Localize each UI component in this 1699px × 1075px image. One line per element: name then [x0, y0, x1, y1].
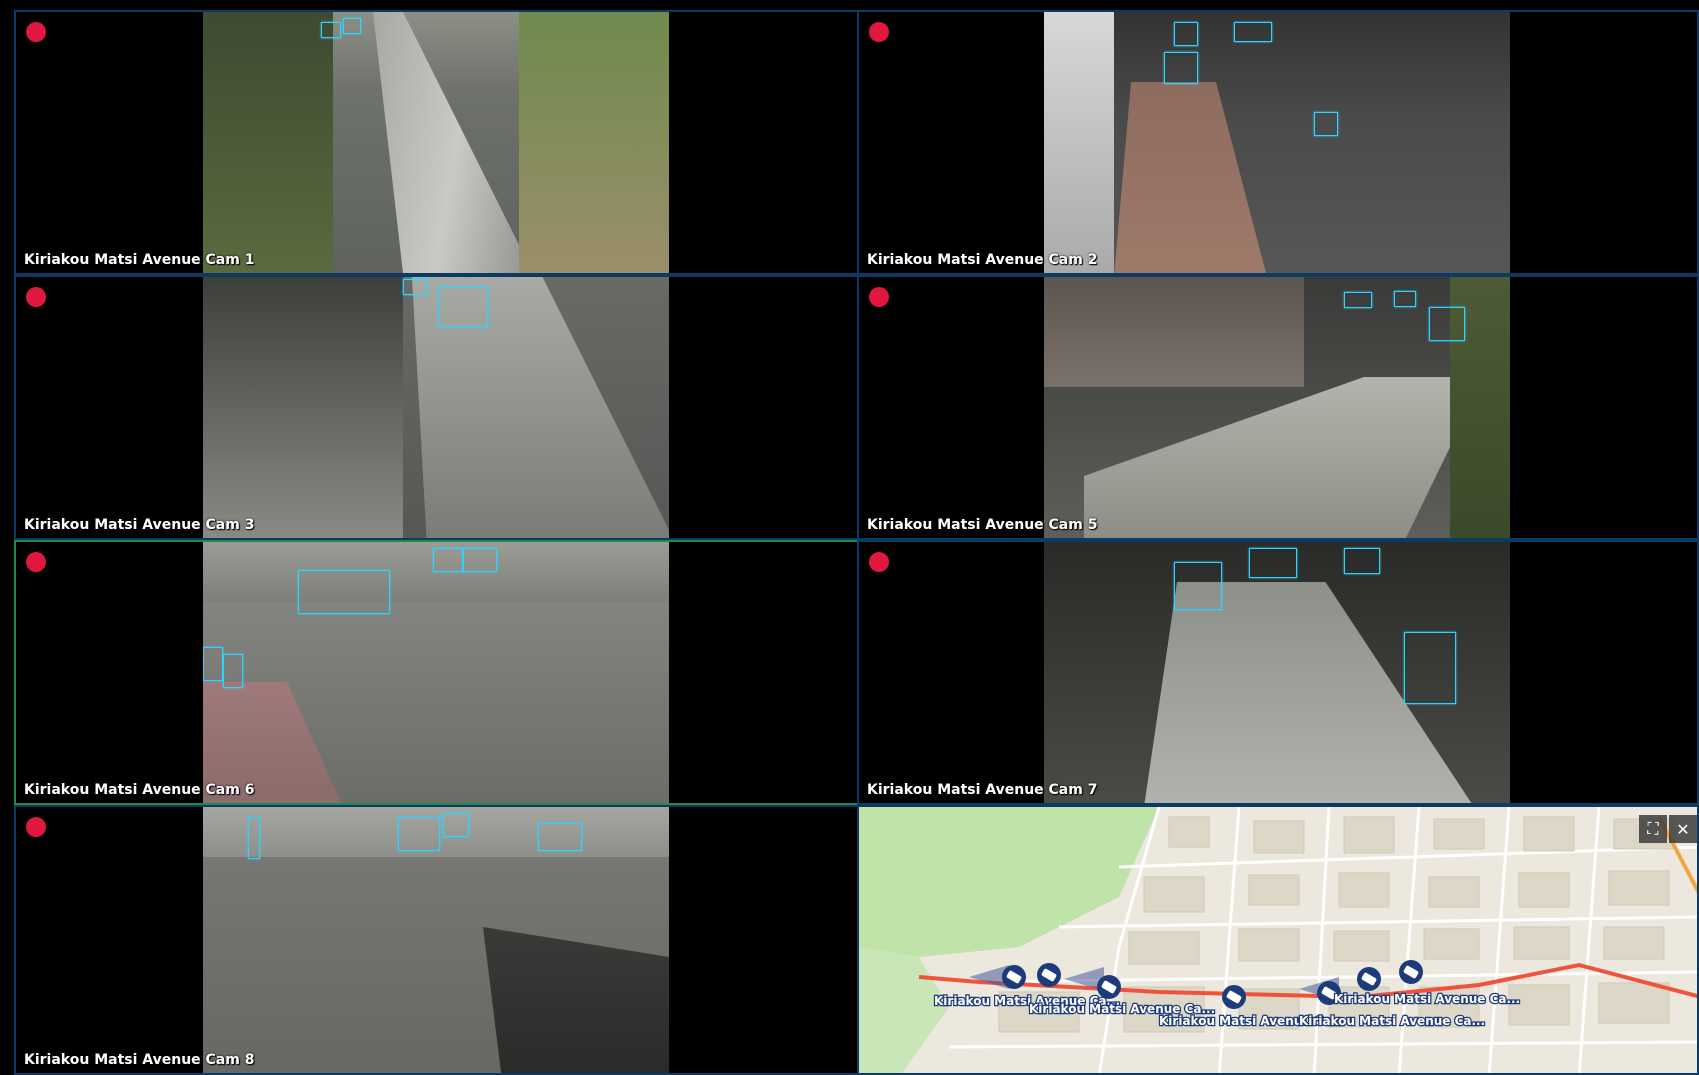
camera-label: Kiriakou Matsi Avenue Cam 7	[867, 782, 1098, 798]
detection-box	[1344, 548, 1380, 574]
detection-box	[223, 654, 243, 688]
map-controls: ⛶ ✕	[1639, 815, 1697, 843]
detection-box	[321, 22, 341, 38]
close-icon[interactable]: ✕	[1669, 815, 1697, 843]
recording-indicator	[869, 552, 889, 572]
camera-tile-7[interactable]: Kiriakou Matsi Avenue Cam 7	[857, 540, 1699, 805]
detection-box	[1314, 112, 1338, 136]
map-marker-label[interactable]: Kiriakou Matsi Avenue Ca...	[1333, 991, 1522, 1008]
recording-indicator	[869, 287, 889, 307]
map-camera-marker[interactable]	[1097, 975, 1121, 999]
video-feed	[203, 807, 669, 1073]
detection-box	[203, 647, 223, 681]
camera-label: Kiriakou Matsi Avenue Cam 8	[24, 1052, 255, 1068]
detection-box	[1174, 562, 1222, 610]
camera-label: Kiriakou Matsi Avenue Cam 5	[867, 517, 1098, 533]
recording-indicator	[26, 22, 46, 42]
detection-box	[433, 548, 463, 572]
video-feed	[203, 12, 669, 273]
camera-label: Kiriakou Matsi Avenue Cam 2	[867, 252, 1098, 268]
camera-tile-5[interactable]: Kiriakou Matsi Avenue Cam 5	[857, 275, 1699, 540]
map-camera-marker[interactable]	[1317, 981, 1341, 1005]
video-feed	[203, 277, 669, 538]
camera-tile-6[interactable]: Kiriakou Matsi Avenue Cam 6	[14, 540, 859, 805]
map-marker-label[interactable]: Kiriakou Matsi Avenue Ca...	[933, 993, 1122, 1010]
detection-box	[538, 823, 582, 851]
detection-box	[1344, 292, 1372, 308]
map-camera-marker[interactable]	[1222, 985, 1246, 1009]
map-marker-label[interactable]: Kiriakou Matsi Avenue Ca...	[1298, 1013, 1487, 1030]
detection-box	[403, 279, 427, 295]
recording-indicator	[869, 22, 889, 42]
detection-box	[438, 287, 488, 327]
detection-box	[1164, 52, 1198, 84]
camera-tile-2[interactable]: Kiriakou Matsi Avenue Cam 2	[857, 10, 1699, 275]
camera-tile-3[interactable]: Kiriakou Matsi Avenue Cam 3	[14, 275, 859, 540]
recording-indicator	[26, 817, 46, 837]
detection-box	[398, 817, 440, 851]
detection-box	[1404, 632, 1456, 704]
detection-box	[298, 570, 390, 614]
map-view[interactable]: Kiriakou Matsi Avenue Ca... Kiriakou Mat…	[857, 805, 1699, 1075]
detection-box	[463, 548, 497, 572]
video-feed	[1044, 542, 1510, 803]
detection-box	[343, 18, 361, 34]
camera-markers	[1002, 960, 1423, 1009]
detection-box	[443, 813, 469, 837]
camera-label: Kiriakou Matsi Avenue Cam 6	[24, 782, 255, 798]
video-feed	[1044, 277, 1510, 538]
map-camera-marker[interactable]	[1357, 967, 1381, 991]
detection-box	[1174, 22, 1198, 46]
camera-tile-1[interactable]: Kiriakou Matsi Avenue Cam 1	[14, 10, 859, 275]
fullscreen-icon[interactable]: ⛶	[1639, 815, 1667, 843]
detection-box	[1429, 307, 1465, 341]
map-camera-marker[interactable]	[1399, 960, 1423, 984]
map-marker-label[interactable]: Kiriakou Matsi Avenue Ca...	[1158, 1013, 1347, 1030]
recording-indicator	[26, 552, 46, 572]
camera-grid: Kiriakou Matsi Avenue Cam 1 Kiriakou Mat…	[14, 10, 1699, 1075]
camera-label: Kiriakou Matsi Avenue Cam 1	[24, 252, 255, 268]
map-canvas[interactable]: Kiriakou Matsi Avenue Ca... Kiriakou Mat…	[859, 807, 1699, 1075]
map-marker-label[interactable]: Kiriakou Matsi Avenue Ca...	[1028, 1001, 1217, 1018]
map-camera-marker[interactable]	[1037, 963, 1061, 987]
video-feed	[1044, 12, 1510, 273]
video-feed	[203, 542, 669, 803]
detection-box	[1234, 22, 1272, 42]
map-camera-marker[interactable]	[1002, 965, 1026, 989]
recording-indicator	[26, 287, 46, 307]
camera-tile-8[interactable]: Kiriakou Matsi Avenue Cam 8	[14, 805, 859, 1075]
detection-box	[1249, 548, 1297, 578]
detection-box	[248, 817, 260, 859]
detection-box	[1394, 291, 1416, 307]
camera-label: Kiriakou Matsi Avenue Cam 3	[24, 517, 255, 533]
